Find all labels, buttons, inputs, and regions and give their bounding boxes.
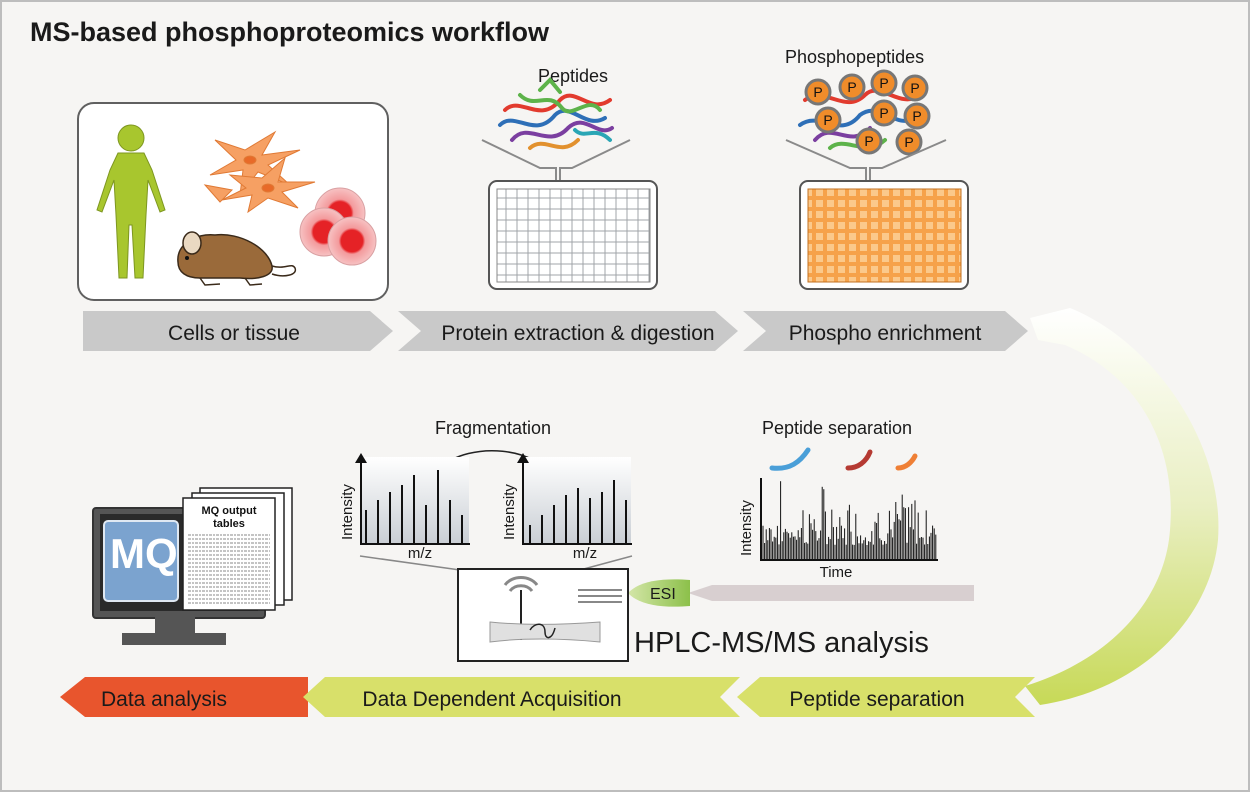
phospho-bead-label: P [864, 133, 873, 149]
spectrum-2-xlabel: m/z [573, 545, 597, 562]
spectra-connectors [359, 555, 633, 571]
phospho-bead: P [903, 102, 931, 130]
stage-arrow-cells [83, 311, 393, 351]
blood-cells-icon [299, 187, 377, 266]
phospho-bead: P [855, 127, 883, 155]
mass-spectrometer-box [457, 568, 629, 662]
esi-source [628, 579, 690, 607]
mq-output-line1: MQ output [202, 505, 257, 517]
phospho-bead: P [901, 74, 929, 102]
chromatogram-xlabel: Time [820, 564, 853, 581]
spectrum-1-xlabel: m/z [408, 545, 432, 562]
phospho-bead-label: P [823, 112, 832, 128]
hplc-label: HPLC-MS/MS analysis [634, 627, 929, 659]
eluting-peptides-icon [769, 447, 918, 471]
white-well-plate [488, 180, 658, 290]
phospho-bead-label: P [813, 84, 822, 100]
orange-well-plate [799, 180, 969, 290]
esi-label: ESI [650, 586, 676, 603]
stage-label-cells: Cells or tissue [168, 322, 300, 345]
stage-arrow-peptide-separation [737, 677, 1035, 717]
phospho-bead-label: P [879, 105, 888, 121]
spectrum-1 [355, 453, 470, 545]
peptides-label: Peptides [538, 66, 608, 86]
human-icon [96, 124, 166, 279]
phosphopeptides-label: Phosphopeptides [785, 47, 924, 67]
diagram-title: MS-based phosphoproteomics workflow [30, 17, 550, 47]
stage-label-peptide-separation: Peptide separation [789, 688, 964, 711]
stage-label-enrichment: Phospho enrichment [789, 322, 982, 345]
spectrum-2 [517, 453, 632, 545]
flow-curved-arrow [1025, 308, 1219, 705]
chromatogram [760, 478, 938, 561]
phospho-bead: P [804, 78, 832, 106]
mq-output-tables [182, 487, 293, 611]
lc-flow-arrow [688, 585, 974, 601]
phospho-bead-label: P [912, 108, 921, 124]
stage-arrow-data-analysis [60, 677, 308, 717]
stage-label-data-analysis: Data analysis [101, 688, 227, 711]
peptides-icon [498, 77, 614, 150]
fibroblast-cells-icon [203, 130, 316, 214]
stage-arrow-dda [303, 677, 740, 717]
phospho-bead: P [814, 106, 842, 134]
spectrum-1-ylabel: Intensity [339, 484, 356, 540]
mq-logo-text: MQ [110, 530, 178, 577]
phospho-bead: P [870, 69, 898, 97]
mq-output-line2: tables [213, 518, 245, 530]
phospho-bead: P [895, 128, 923, 156]
phospho-bead-label: P [847, 79, 856, 95]
peptide-separation-label: Peptide separation [762, 418, 912, 438]
funnel-1 [481, 139, 631, 185]
spectrum-2-ylabel: Intensity [501, 484, 518, 540]
phospho-bead-label: P [910, 80, 919, 96]
funnel-2 [785, 139, 947, 185]
phospho-bead-label: P [879, 75, 888, 91]
mq-logo: MQ [103, 520, 179, 602]
stage-label-extraction: Protein extraction & digestion [441, 322, 714, 345]
stage-label-dda: Data Dependent Acquisition [362, 688, 621, 711]
stage-arrow-enrichment [743, 311, 1028, 351]
phospho-bead-label: P [904, 134, 913, 150]
fragmentation-label: Fragmentation [435, 418, 551, 438]
phospho-bead: P [870, 99, 898, 127]
chromatogram-ylabel: Intensity [738, 500, 755, 556]
mouse-icon [177, 231, 297, 286]
stage-arrow-extraction [398, 311, 738, 351]
phospho-bead: P [838, 73, 866, 101]
